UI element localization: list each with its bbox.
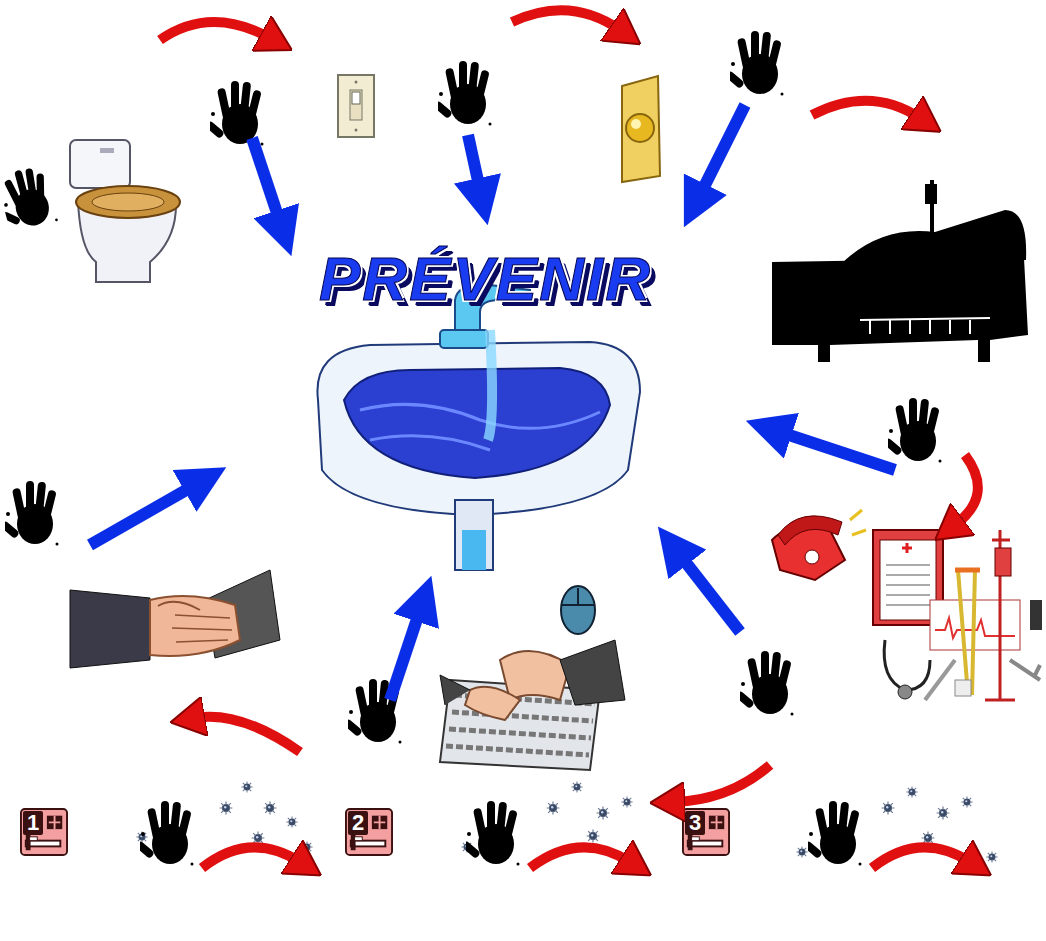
door-knob [622,76,660,182]
room-number: 2 [348,811,368,835]
diagram-title: PRÉVENIR [319,243,652,314]
medical-equipment [772,510,1042,700]
keyboard [440,586,625,770]
handshake [70,570,280,668]
contaminated-hands [0,31,941,866]
wash-arrows [90,105,895,700]
light-switch [338,75,374,137]
sink [317,285,640,570]
room-number: 1 [23,811,43,835]
transmission-arrows [160,10,978,868]
room-number: 3 [685,811,705,835]
toilet [70,140,180,282]
hospital-bed [772,180,1028,362]
